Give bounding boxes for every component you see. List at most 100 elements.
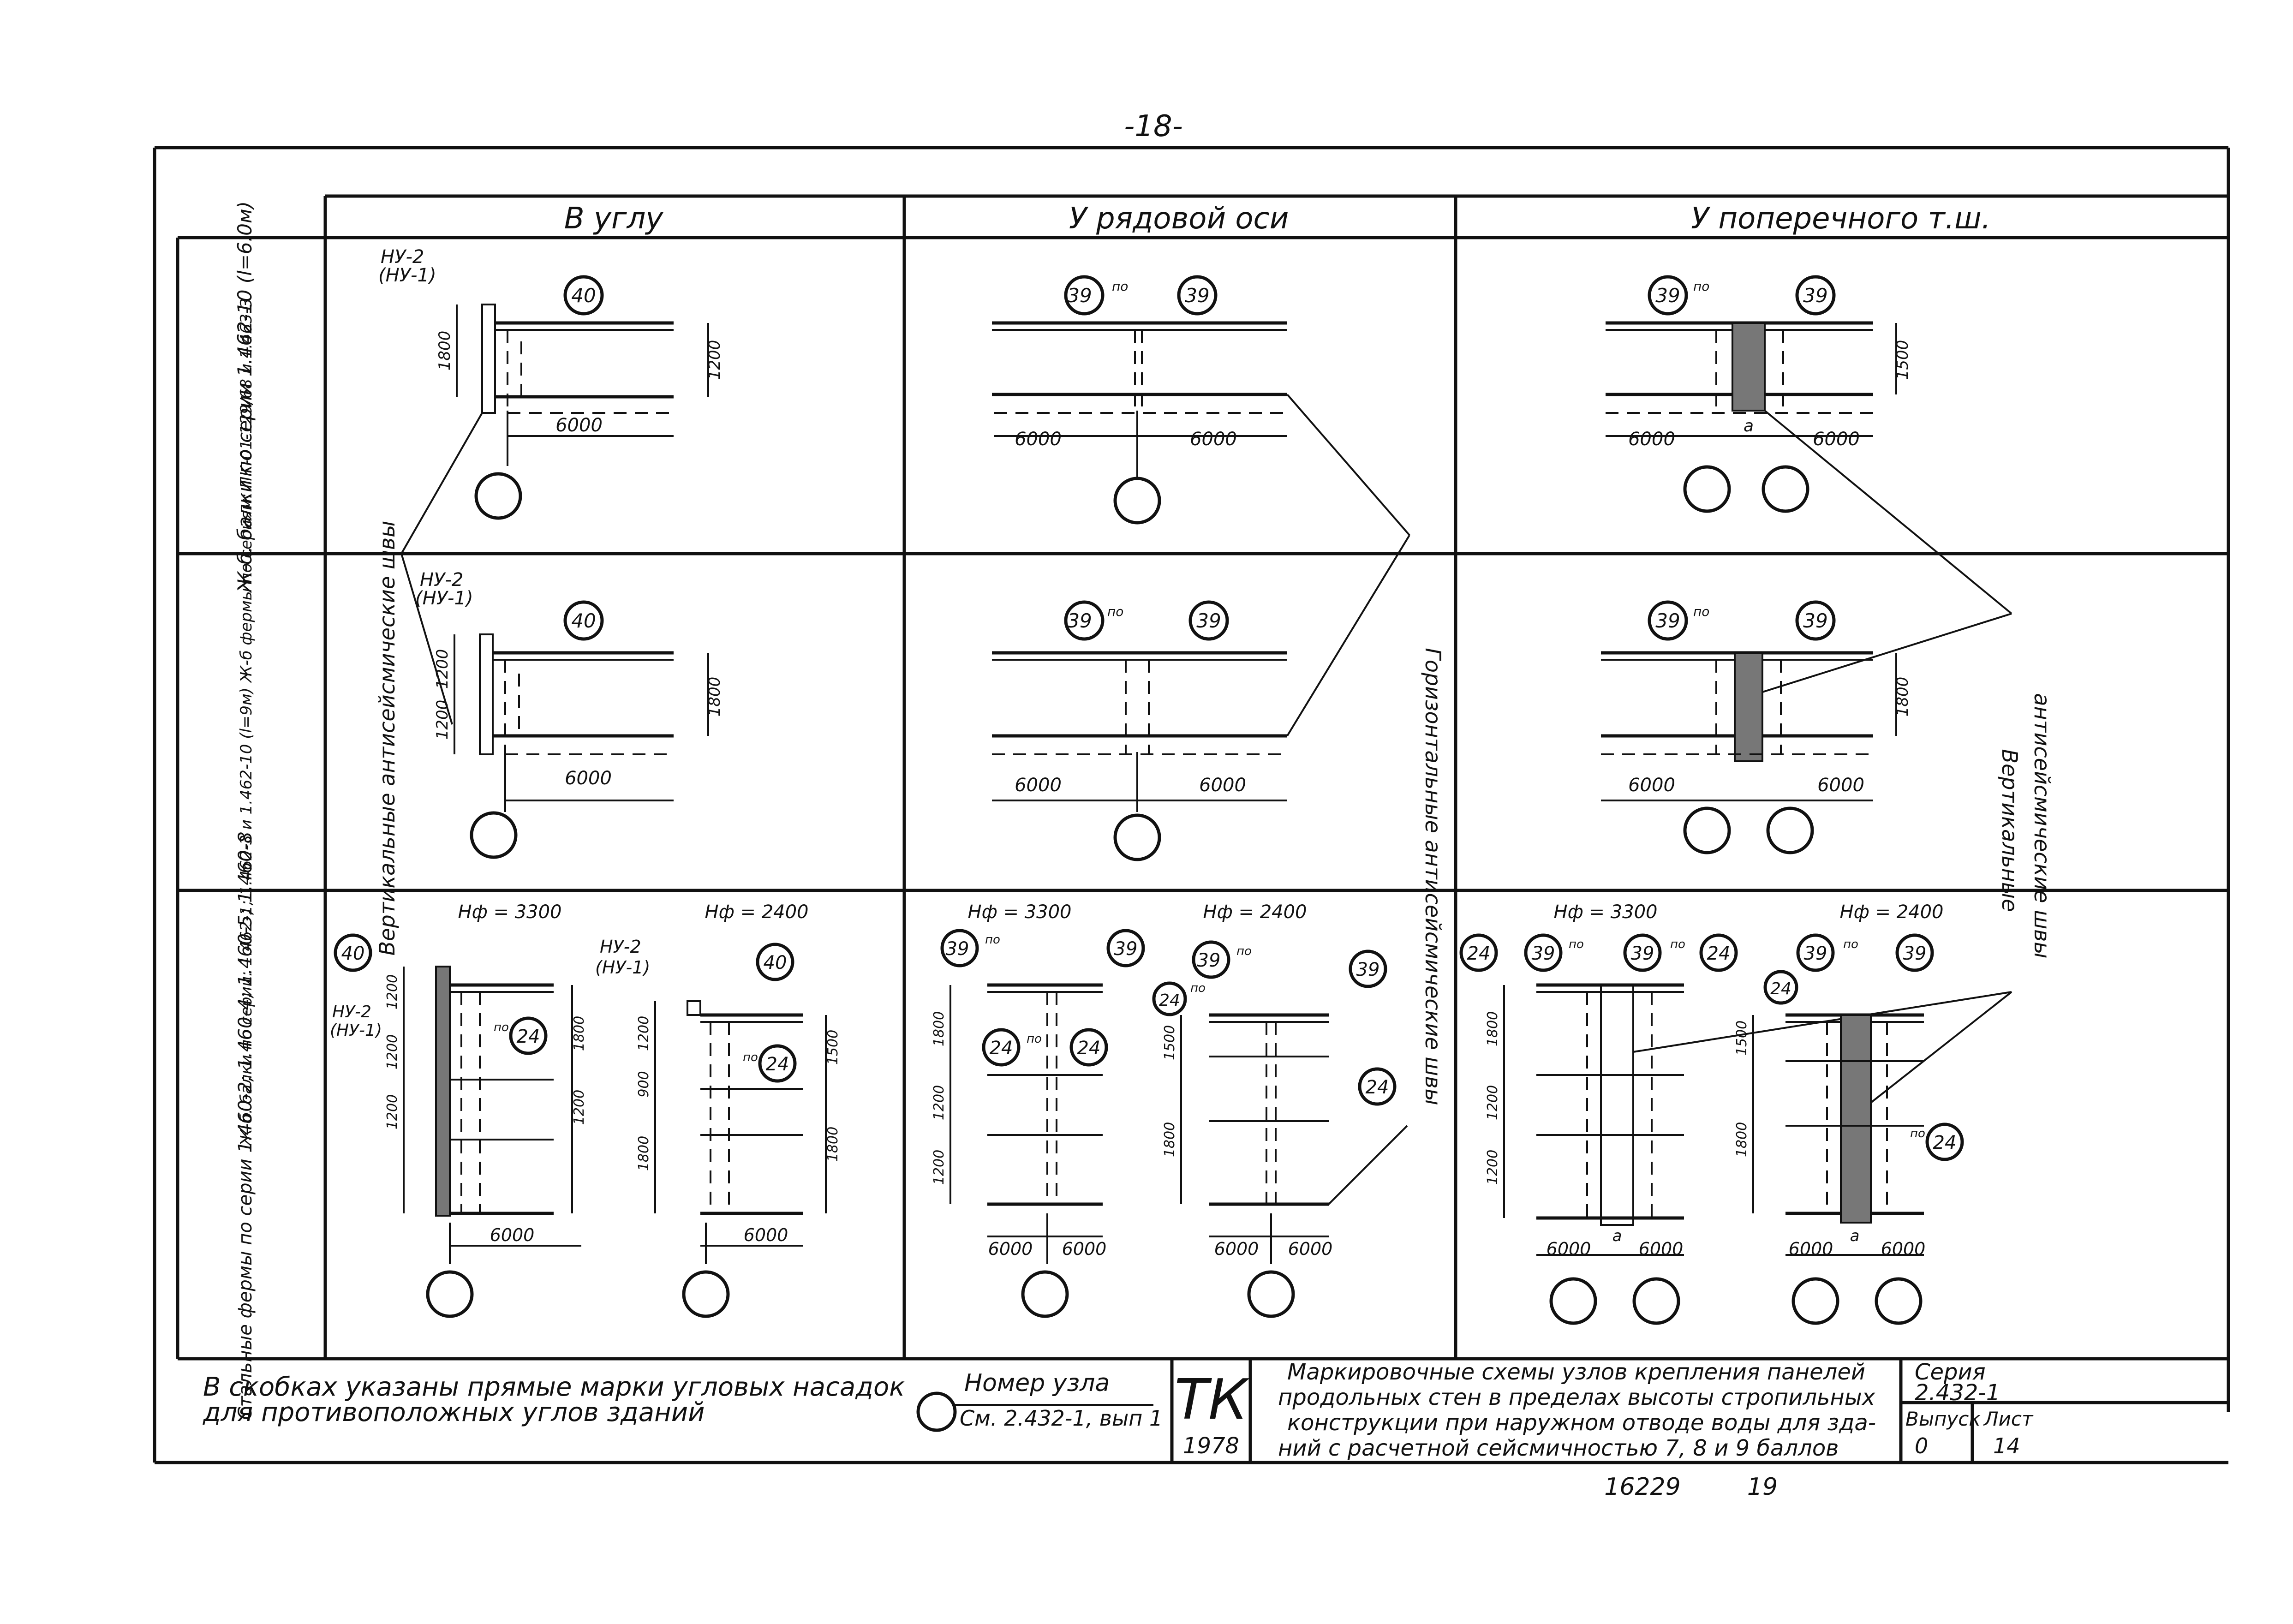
a-r3c3a: a [1612,1227,1622,1245]
sheet-frame [153,146,2230,1464]
po-r2c2: по [1107,604,1123,619]
footnote-line1: В скобках указаны прямые марки угловых н… [203,1372,905,1402]
dim-1500-r1c3: 1500 [1893,340,1912,380]
dim-1500-r3c2b: 1500 [1162,1025,1178,1060]
po-r3c2a: по [985,933,1000,947]
mark-40-r2: 40 [571,609,596,632]
scheme-r2-row-axis [992,534,1410,861]
node-number-legend [916,1391,1153,1432]
dim-6000-r3c3a-l: 6000 [1547,1239,1591,1259]
label-ny2-r3c1b: НУ-2 [600,937,641,957]
mark-39-r2c2-a: 39 [1067,609,1092,632]
description-line4: ний с расчетной сейсмичностью 7, 8 и 9 б… [1278,1435,1839,1461]
column-header-row-axis: У рядовой оси [1069,202,1289,236]
a-r3c3b: a [1850,1227,1860,1245]
column-header-corner: В углу [564,202,664,236]
hf-3300-r3c2: Нф = 3300 [967,902,1071,923]
label-ny2-r1: НУ-2 [381,246,424,268]
column-header-transverse-seam: У поперечного т.ш. [1691,202,1991,236]
mark-24-r3c2-a: 24 [990,1038,1013,1059]
po-r1c3: по [1693,279,1709,294]
scheme-r2-corner [454,600,709,859]
hf-3300-r3c1: Нф = 3300 [458,902,561,923]
label-ny1-r1: (НУ-1) [378,265,436,286]
scheme-r3-transverse-3300 [1459,933,2012,1325]
mark-39-r2c3-a: 39 [1655,609,1680,632]
po-r3c1a: по [494,1021,509,1034]
row-header-beams-6m: Ж-б. балки по серии 1.462-10 (l=6.0м) [233,201,256,594]
vypusk-label: Выпуск [1905,1408,1981,1430]
po-r3c3d: по [1910,1127,1925,1140]
dim-6000-r3c3b-l: 6000 [1789,1239,1833,1259]
po-r3c2d: по [1190,981,1206,995]
scheme-r3-row-axis-2400 [1152,940,1408,1318]
dim-6000-r2: 6000 [565,768,612,789]
dim-1800-r3c1b: 1800 [636,1136,652,1171]
dim-1200-r3c2a-1: 1200 [931,1085,947,1120]
dim-1500-r3c1b: 1500 [825,1030,841,1065]
row-header-beams-9m: Ж-б. балки по серии: 1.462-1; 1.462-3 и … [237,298,256,1147]
dim-1200-r3c2a-2: 1200 [931,1150,947,1185]
vertical-seams-leader [400,553,453,725]
description-line3: конструкции при наружном отводе воды для… [1287,1410,1876,1436]
scheme-r1-transverse [1606,275,2012,615]
mark-24-r3c3-b: 24 [1707,943,1731,964]
dim-1200-r3c1b: 1200 [636,1016,652,1051]
mark-39-r3c2-d: 39 [1356,959,1380,980]
scheme-r3-corner-2400 [654,943,827,1318]
horizontal-seams-label: Горизонтальные антисейсмические швы [1421,648,1445,1105]
dim-6000-r3c2a-l: 6000 [988,1239,1033,1259]
dim-1200-r3c1a-l2: 1200 [384,1034,400,1069]
mark-24-r3c3-a: 24 [1467,943,1491,964]
po-r3c2b: по [1027,1032,1042,1046]
dim-6000-r2c3-b: 6000 [1817,775,1864,796]
seria-value: 2.432-1 [1915,1380,2000,1406]
scheme-r1-corner [400,275,709,554]
inventory-number: 16229 [1604,1473,1680,1501]
bottom-page-number: 19 [1747,1473,1778,1501]
stamp-logo: ТК [1175,1368,1250,1432]
mark-39-r1c2-a: 39 [1067,284,1092,307]
dim-1200-r3c3a-2: 1200 [1485,1150,1501,1185]
po-r3c3a: по [1569,937,1584,951]
po-r1c2: по [1112,279,1128,294]
mark-40-r3c1-b: 40 [764,952,787,973]
dim-1800-r3c1b-r: 1800 [825,1127,841,1162]
mark-40-r1: 40 [571,284,596,307]
mark-24-r3c3-c: 24 [1770,979,1791,998]
a-r1c3: a [1744,417,1754,436]
dim-1800-r3c3b: 1800 [1734,1122,1750,1157]
mark-39-r3c2-b: 39 [1114,938,1138,960]
mark-24-r3c2-d: 24 [1366,1077,1389,1098]
label-ny2-r3c1a: НУ-2 [332,1003,371,1021]
mark-24-r3c2-b: 24 [1077,1038,1101,1059]
legend-ref: См. 2.432-1, вып 1 [960,1406,1163,1431]
hf-3300-r3c3: Нф = 3300 [1553,902,1657,923]
mark-39-r3c3-a: 39 [1532,943,1555,964]
scheme-r2-transverse [1601,600,2012,854]
description-line2: продольных стен в пределах высоты стропи… [1278,1385,1875,1410]
dim-6000-r3c3b-r: 6000 [1881,1239,1926,1259]
scheme-r1-row-axis [992,275,1410,536]
label-ny1-r3c1b: (НУ-1) [595,957,650,978]
mark-39-r3c3-b: 39 [1631,943,1654,964]
dim-1800-r2c3: 1800 [1893,677,1912,717]
po-r3c3c: по [1843,937,1858,951]
dim-1800-r3c2a: 1800 [931,1011,947,1046]
dim-6000-r3c2a-r: 6000 [1062,1239,1107,1259]
mark-39-r2c2-b: 39 [1196,609,1221,632]
table-grid [176,194,2228,1361]
mark-39-r3c2-a: 39 [946,938,969,960]
scheme-r3-corner-3300 [334,933,581,1318]
dim-6000-r2c2-b: 6000 [1199,775,1246,796]
description-line1: Маркировочные схемы узлов крепления пане… [1287,1359,1865,1385]
dim-1200-r3c1a-r: 1200 [571,1090,587,1125]
dim-1800-r1: 1800 [436,331,454,371]
dim-1200-r3c3a-1: 1200 [1485,1085,1501,1120]
dim-6000-r2c3-a: 6000 [1628,775,1675,796]
dim-6000-r3c2b-l: 6000 [1214,1239,1259,1259]
mark-40-r3c1-a: 40 [341,943,365,964]
mark-39-r1c3-a: 39 [1655,284,1680,307]
mark-24-r3c1-a: 24 [517,1026,540,1047]
